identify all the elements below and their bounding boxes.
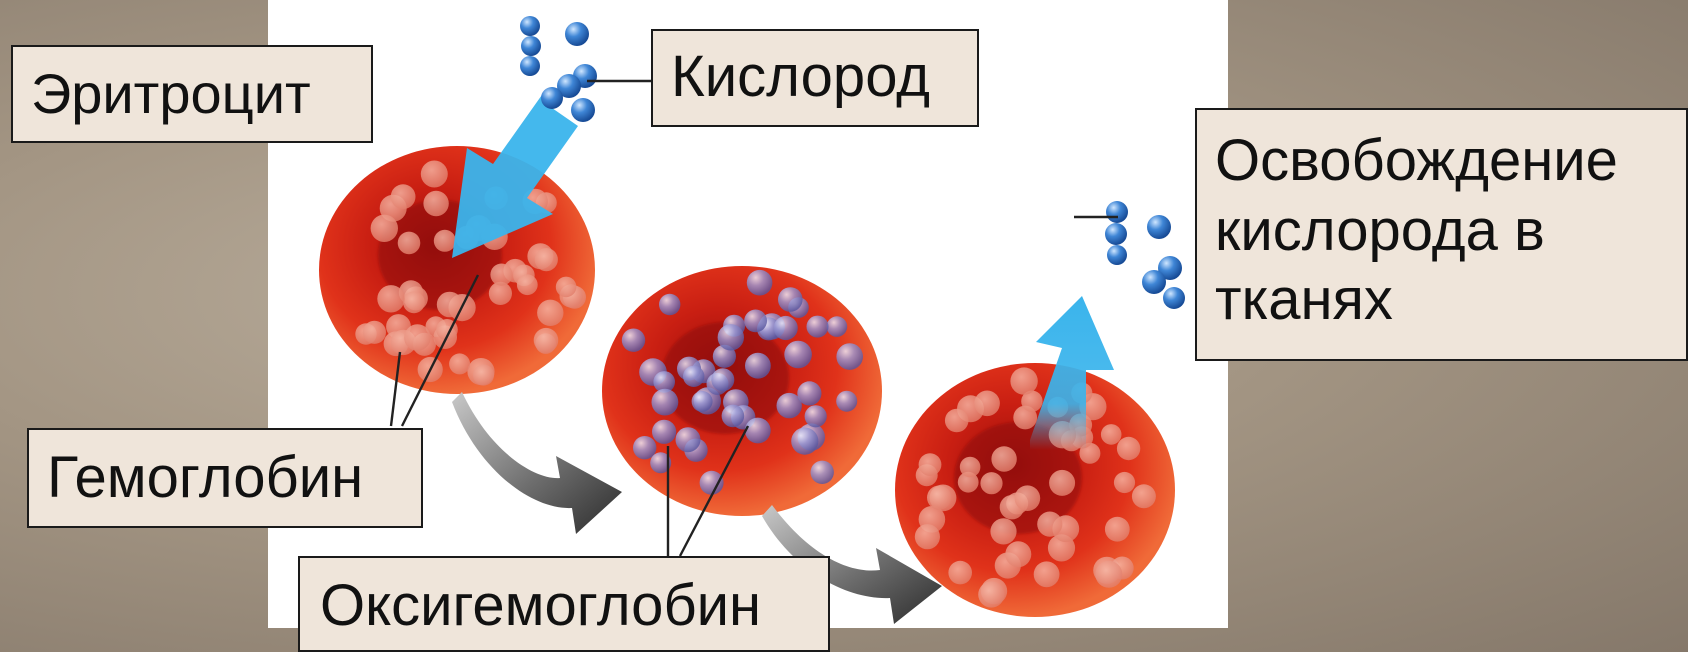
oxyhemoglobin-particle bbox=[744, 310, 767, 333]
hemoglobin-particle bbox=[919, 453, 942, 476]
hemoglobin-particle bbox=[1049, 470, 1075, 496]
oxyhemoglobin-particle bbox=[807, 316, 829, 338]
hemoglobin-particle bbox=[1114, 472, 1135, 493]
label-erythrocyte: Эритроцит bbox=[11, 45, 373, 143]
oxyhemoglobin-particle bbox=[683, 366, 704, 387]
oxyhemoglobin-particle bbox=[784, 341, 812, 369]
hemoglobin-particle bbox=[534, 328, 559, 353]
label-oxygen-release: Освобождение кислорода в тканях bbox=[1195, 108, 1688, 361]
oxyhemoglobin-particle bbox=[652, 389, 679, 416]
hemoglobin-particle bbox=[974, 391, 1000, 417]
hemoglobin-particle bbox=[1132, 484, 1156, 508]
oxyhemoglobin-particle bbox=[659, 294, 680, 315]
hemoglobin-particle bbox=[945, 409, 969, 433]
oxyhemoglobin-particle bbox=[797, 381, 821, 405]
oxyhemoglobin-particle bbox=[718, 324, 744, 350]
hemoglobin-particle bbox=[960, 457, 981, 478]
hemoglobin-particle bbox=[423, 191, 448, 216]
hemoglobin-particle bbox=[1010, 367, 1037, 394]
hemoglobin-particle bbox=[1105, 517, 1130, 542]
oxyhemoglobin-particle bbox=[811, 461, 834, 484]
oxyhemoglobin-particle bbox=[745, 418, 771, 444]
hemoglobin-particle bbox=[948, 561, 972, 585]
hemoglobin-particle bbox=[517, 274, 538, 295]
hemoglobin-particle bbox=[1037, 511, 1062, 536]
hemoglobin-particle bbox=[990, 518, 1016, 544]
oxyhemoglobin-particle bbox=[805, 405, 827, 427]
oxyhemoglobin-particle bbox=[747, 270, 773, 296]
hemoglobin-particle bbox=[915, 524, 940, 549]
hemoglobin-particle bbox=[404, 324, 431, 351]
hemoglobin-particle bbox=[403, 291, 425, 313]
oxyhemoglobin-particle bbox=[791, 428, 818, 455]
hemoglobin-particle bbox=[980, 472, 1002, 494]
oxyhemoglobin-particle bbox=[652, 420, 676, 444]
oxyhemoglobin-particle bbox=[700, 471, 724, 495]
oxyhemoglobin-particle bbox=[676, 427, 701, 452]
oxyhemoglobin-particle bbox=[711, 368, 734, 391]
hemoglobin-particle bbox=[371, 215, 398, 242]
hemoglobin-particle bbox=[978, 581, 1004, 607]
label-oxyhemoglobin: Оксигемоглобин bbox=[298, 556, 830, 652]
hemoglobin-particle bbox=[1117, 437, 1140, 460]
oxyhemoglobin-particle bbox=[836, 343, 863, 370]
oxyhemoglobin-particle bbox=[836, 391, 857, 412]
hemoglobin-particle bbox=[1015, 485, 1041, 511]
hemoglobin-particle bbox=[434, 230, 456, 252]
label-oxygen: Кислород bbox=[651, 29, 979, 127]
oxyhemoglobin-particle bbox=[827, 316, 848, 337]
hemoglobin-particle bbox=[398, 232, 421, 255]
hemoglobin-particle bbox=[1095, 561, 1122, 588]
hemoglobin-particle bbox=[473, 364, 494, 385]
hemoglobin-particle bbox=[421, 161, 448, 188]
hemoglobin-particle bbox=[537, 300, 563, 326]
hemoglobin-particle bbox=[377, 285, 404, 312]
label-hemoglobin: Гемоглобин bbox=[27, 428, 423, 528]
hemoglobin-particle bbox=[991, 446, 1016, 471]
hemoglobin-particle bbox=[1034, 561, 1060, 587]
hemoglobin-particle bbox=[556, 277, 577, 298]
oxyhemoglobin-particle bbox=[745, 353, 771, 379]
oxyhemoglobin-particle bbox=[722, 405, 745, 428]
oxyhemoglobin-particle bbox=[692, 391, 713, 412]
oxyhemoglobin-particle bbox=[774, 316, 798, 340]
hemoglobin-particle bbox=[391, 184, 416, 209]
hemoglobin-particle bbox=[1101, 424, 1122, 445]
oxyhemoglobin-particle bbox=[622, 329, 645, 352]
hemoglobin-particle bbox=[927, 486, 951, 510]
hemoglobin-particle bbox=[363, 321, 386, 344]
hemoglobin-particle bbox=[1005, 541, 1031, 567]
hemoglobin-particle bbox=[490, 264, 512, 286]
hemoglobin-particle bbox=[535, 248, 558, 271]
oxyhemoglobin-particle bbox=[778, 287, 803, 312]
hemoglobin-particle bbox=[449, 353, 470, 374]
